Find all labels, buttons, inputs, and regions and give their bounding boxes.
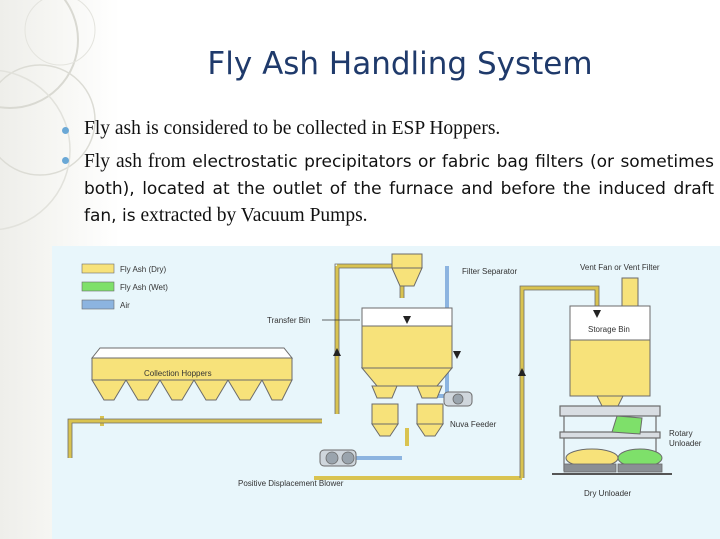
- legend-label: Air: [120, 301, 130, 310]
- collection-hoppers: Collection Hoppers: [90, 347, 294, 401]
- rotary-unloader: Rotary Unloader: [611, 415, 702, 448]
- fly-ash-flow-diagram: Fly Ash (Dry) Fly Ash (Wet) Air: [52, 246, 720, 539]
- label-rotary-unloader: Rotary: [669, 429, 693, 438]
- label-collection-hoppers: Collection Hoppers: [144, 369, 212, 378]
- label-rotary-unloader: Unloader: [669, 439, 702, 448]
- bullet-item: Fly ash is considered to be collected in…: [62, 118, 714, 140]
- trucks: Dry Unloader: [552, 448, 672, 498]
- nuva-feeders: Nuva Feeder: [371, 403, 497, 437]
- legend-swatch-dry: [81, 263, 115, 274]
- label-nuva-feeder: Nuva Feeder: [450, 420, 497, 429]
- label-positive-displacement-blower: Positive Displacement Blower: [238, 479, 344, 488]
- label-storage-bin: Storage Bin: [588, 325, 630, 334]
- legend-swatch-wet: [81, 281, 115, 292]
- positive-displacement-blower: Positive Displacement Blower: [238, 449, 357, 488]
- bullet-dot-icon: [62, 157, 69, 164]
- bullet-dot-icon: [62, 127, 69, 134]
- bullet-list: Fly ash is considered to be collected in…: [62, 118, 714, 237]
- label-transfer-bin: Transfer Bin: [267, 316, 310, 325]
- bullet-text-part: electrostatic precipitators or fabric ba…: [84, 152, 714, 226]
- legend-swatch-air: [81, 299, 115, 310]
- bullet-text-part: extracted by Vacuum Pumps.: [135, 205, 368, 226]
- legend-label: Fly Ash (Dry): [120, 265, 167, 274]
- slide-title: Fly Ash Handling System: [207, 46, 593, 82]
- storage-bin: Vent Fan or Vent Filter Storage Bin: [569, 263, 660, 407]
- bullet-text-part: Fly ash from: [84, 151, 186, 172]
- label-vent-fan: Vent Fan or Vent Filter: [580, 263, 660, 272]
- label-filter-separator: Filter Separator: [462, 267, 517, 276]
- filter-separator: Filter Separator: [391, 253, 517, 287]
- legend: Fly Ash (Dry) Fly Ash (Wet) Air: [81, 263, 168, 310]
- bullet-text: Fly ash is considered to be collected in…: [84, 118, 501, 139]
- decorative-circles: [0, 0, 96, 231]
- bullet-item: Fly ash from electrostatic precipitators…: [62, 148, 714, 229]
- flow-arrows: [333, 310, 601, 376]
- legend-label: Fly Ash (Wet): [120, 283, 168, 292]
- label-dry-unloader: Dry Unloader: [584, 489, 631, 498]
- air-blower-2: [443, 391, 473, 407]
